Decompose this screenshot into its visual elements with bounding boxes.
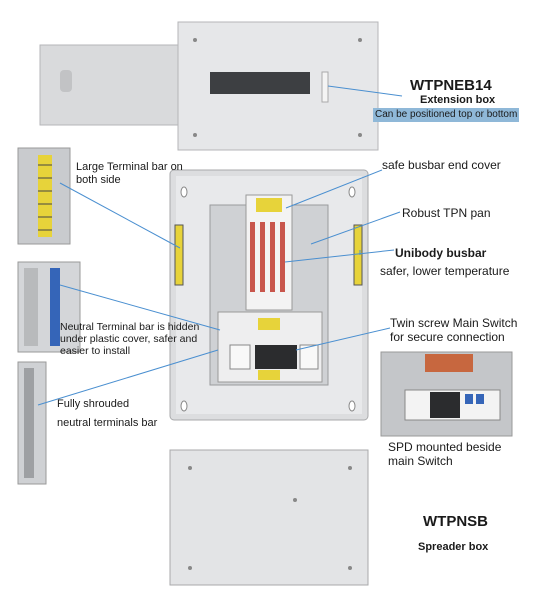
inset-shrouded-neutral: [17, 361, 47, 485]
spreader-box-name: Spreader box: [418, 541, 489, 553]
inset-spd: [380, 351, 513, 437]
callout-large-terminal: Large Terminal bar on both side: [76, 161, 183, 186]
extension-box-note: Can be positioned top or bottom: [373, 108, 520, 122]
callout-shrouded-1: Fully shrouded: [57, 398, 130, 410]
extension-box-code: WTPNEB14: [410, 77, 492, 94]
callout-spd: SPD mounted beside main Switch: [388, 440, 502, 468]
spreader-box-code: WTPNSB: [423, 513, 488, 530]
extension-box-image: [39, 21, 379, 151]
spreader-box-image: [169, 449, 369, 586]
main-board-image: [169, 169, 369, 421]
callout-shrouded-2: neutral terminals bar: [57, 417, 158, 429]
inset-large-terminal: [17, 147, 71, 245]
callout-unibody-sub: safer, lower temperature: [380, 264, 510, 278]
callout-robust-pan: Robust TPN pan: [402, 206, 491, 220]
callout-unibody-title: Unibody busbar: [395, 246, 487, 260]
callout-busbar-end-cover: safe busbar end cover: [382, 158, 501, 172]
inset-neutral-terminal: [17, 261, 81, 353]
extension-box-name: Extension box: [420, 94, 496, 106]
callout-lines: [37, 85, 403, 406]
callout-twin-screw: Twin screw Main Switch for secure connec…: [390, 316, 518, 344]
callout-neutral-hidden: Neutral Terminal bar is hidden under pla…: [60, 321, 200, 357]
